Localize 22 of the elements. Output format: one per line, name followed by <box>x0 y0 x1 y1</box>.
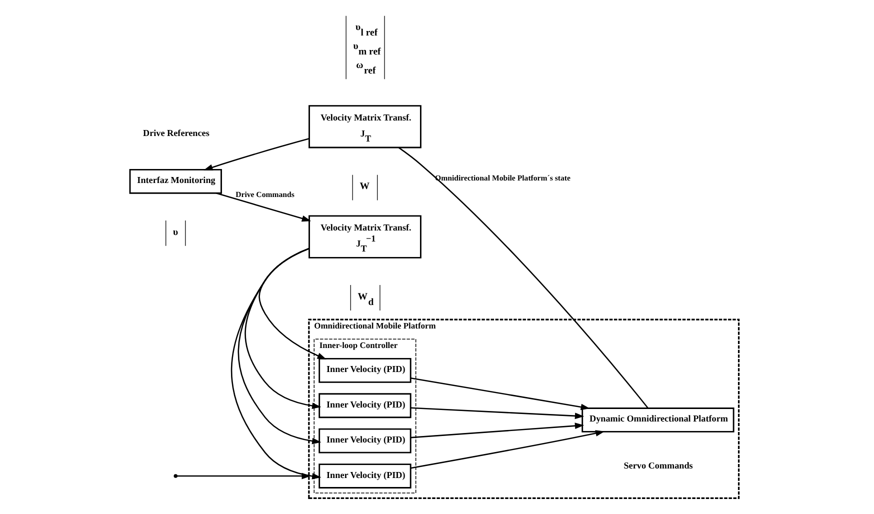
arrow <box>176 472 311 479</box>
arrow <box>410 406 584 419</box>
arrow <box>238 247 322 444</box>
node-box: Inner Velocity (PID) <box>318 392 412 418</box>
arrow <box>230 247 322 479</box>
node-box: Inner Velocity (PID) <box>318 357 412 382</box>
connector <box>398 146 648 408</box>
arrow <box>410 422 584 438</box>
node-box: Dynamic Omnidirectional Platform <box>582 407 734 432</box>
node-box: Interfaz Monitoring <box>129 168 222 194</box>
arrow <box>258 247 326 359</box>
node-label: Drive References <box>143 128 210 138</box>
arrow <box>244 247 322 408</box>
arrow <box>410 376 590 410</box>
label: W <box>360 180 370 192</box>
label: υ <box>173 226 178 238</box>
arrow <box>216 192 312 222</box>
arrow <box>204 138 310 170</box>
node-box: Inner Velocity (PID) <box>318 428 412 453</box>
arrow <box>410 430 605 468</box>
node-box: Inner Velocity (PID) <box>318 463 412 488</box>
node-label: Servo Commands <box>624 460 693 470</box>
